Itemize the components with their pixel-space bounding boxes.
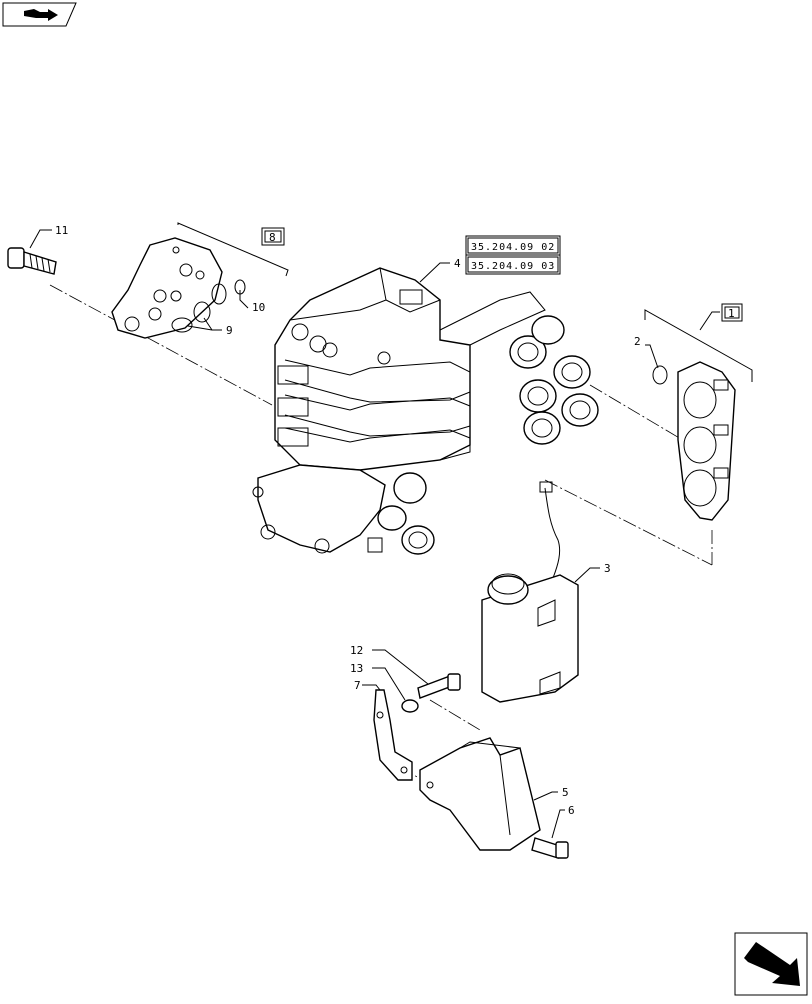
callout-7: 7 [354,679,361,692]
callout-13: 13 [350,662,363,675]
callout-3: 3 [604,562,611,575]
strap-5 [419,737,541,851]
callout-11: 11 [55,224,68,237]
hose [539,481,561,579]
bolt-11 [7,247,57,275]
reference-code-2[interactable]: 35.204.09 03 [471,261,555,272]
callout-10: 10 [252,301,265,314]
reference-code-box[interactable]: 35.204.09 02 35.204.09 03 [465,235,561,275]
callout-labels: 11 10 9 4 3 2 12 13 7 5 6 [55,224,641,817]
callout-5: 5 [562,786,569,799]
boxed-callout-1: 1 [721,303,743,322]
washer-13 [401,699,419,713]
callout-6: 6 [568,804,575,817]
callout-9: 9 [226,324,233,337]
book-arrow-icon[interactable] [2,2,77,27]
coupler-block [652,361,736,521]
quick-couplers [367,315,599,555]
svg-text:1: 1 [728,307,735,320]
callout-4: 4 [454,257,461,270]
leader-lines [29,229,720,839]
boxed-callout-8: 8 [261,227,285,246]
next-page-arrow-icon[interactable] [734,932,808,996]
bracket-7 [373,689,413,781]
reference-code-1[interactable]: 35.204.09 02 [471,242,555,253]
svg-text:8: 8 [269,231,276,244]
callout-2: 2 [634,335,641,348]
reservoir [481,573,579,703]
callout-12: 12 [350,644,363,657]
control-valve-block [252,267,546,554]
bolt-12 [417,673,461,699]
bolt-6 [531,837,569,859]
cover-plate [111,237,223,339]
